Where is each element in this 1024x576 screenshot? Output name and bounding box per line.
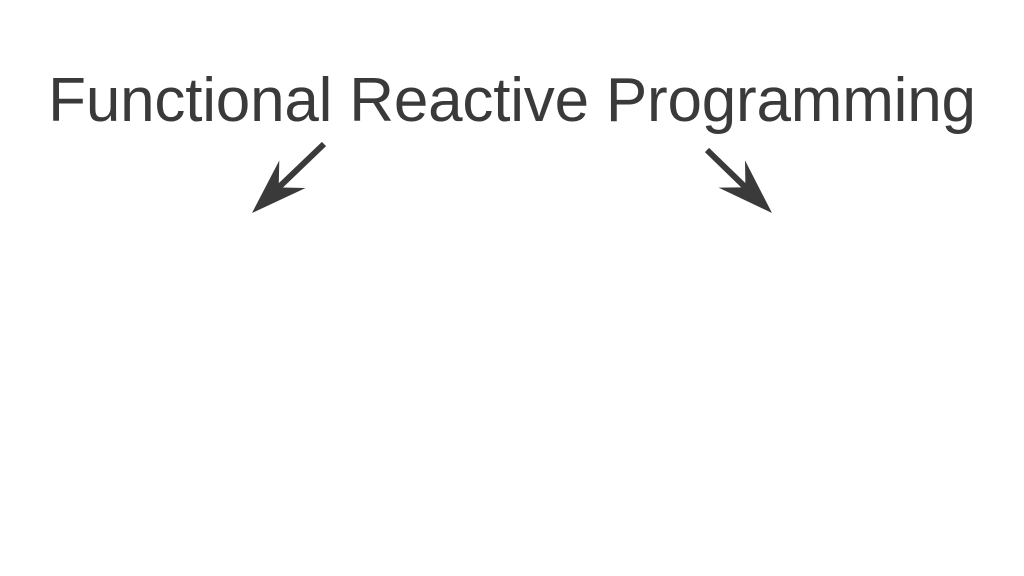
arrow-down-right-icon xyxy=(704,147,772,213)
page-title: Functional Reactive Programming xyxy=(48,65,976,135)
arrow-down-left-icon xyxy=(252,141,327,213)
slide-body-text xyxy=(62,240,962,540)
